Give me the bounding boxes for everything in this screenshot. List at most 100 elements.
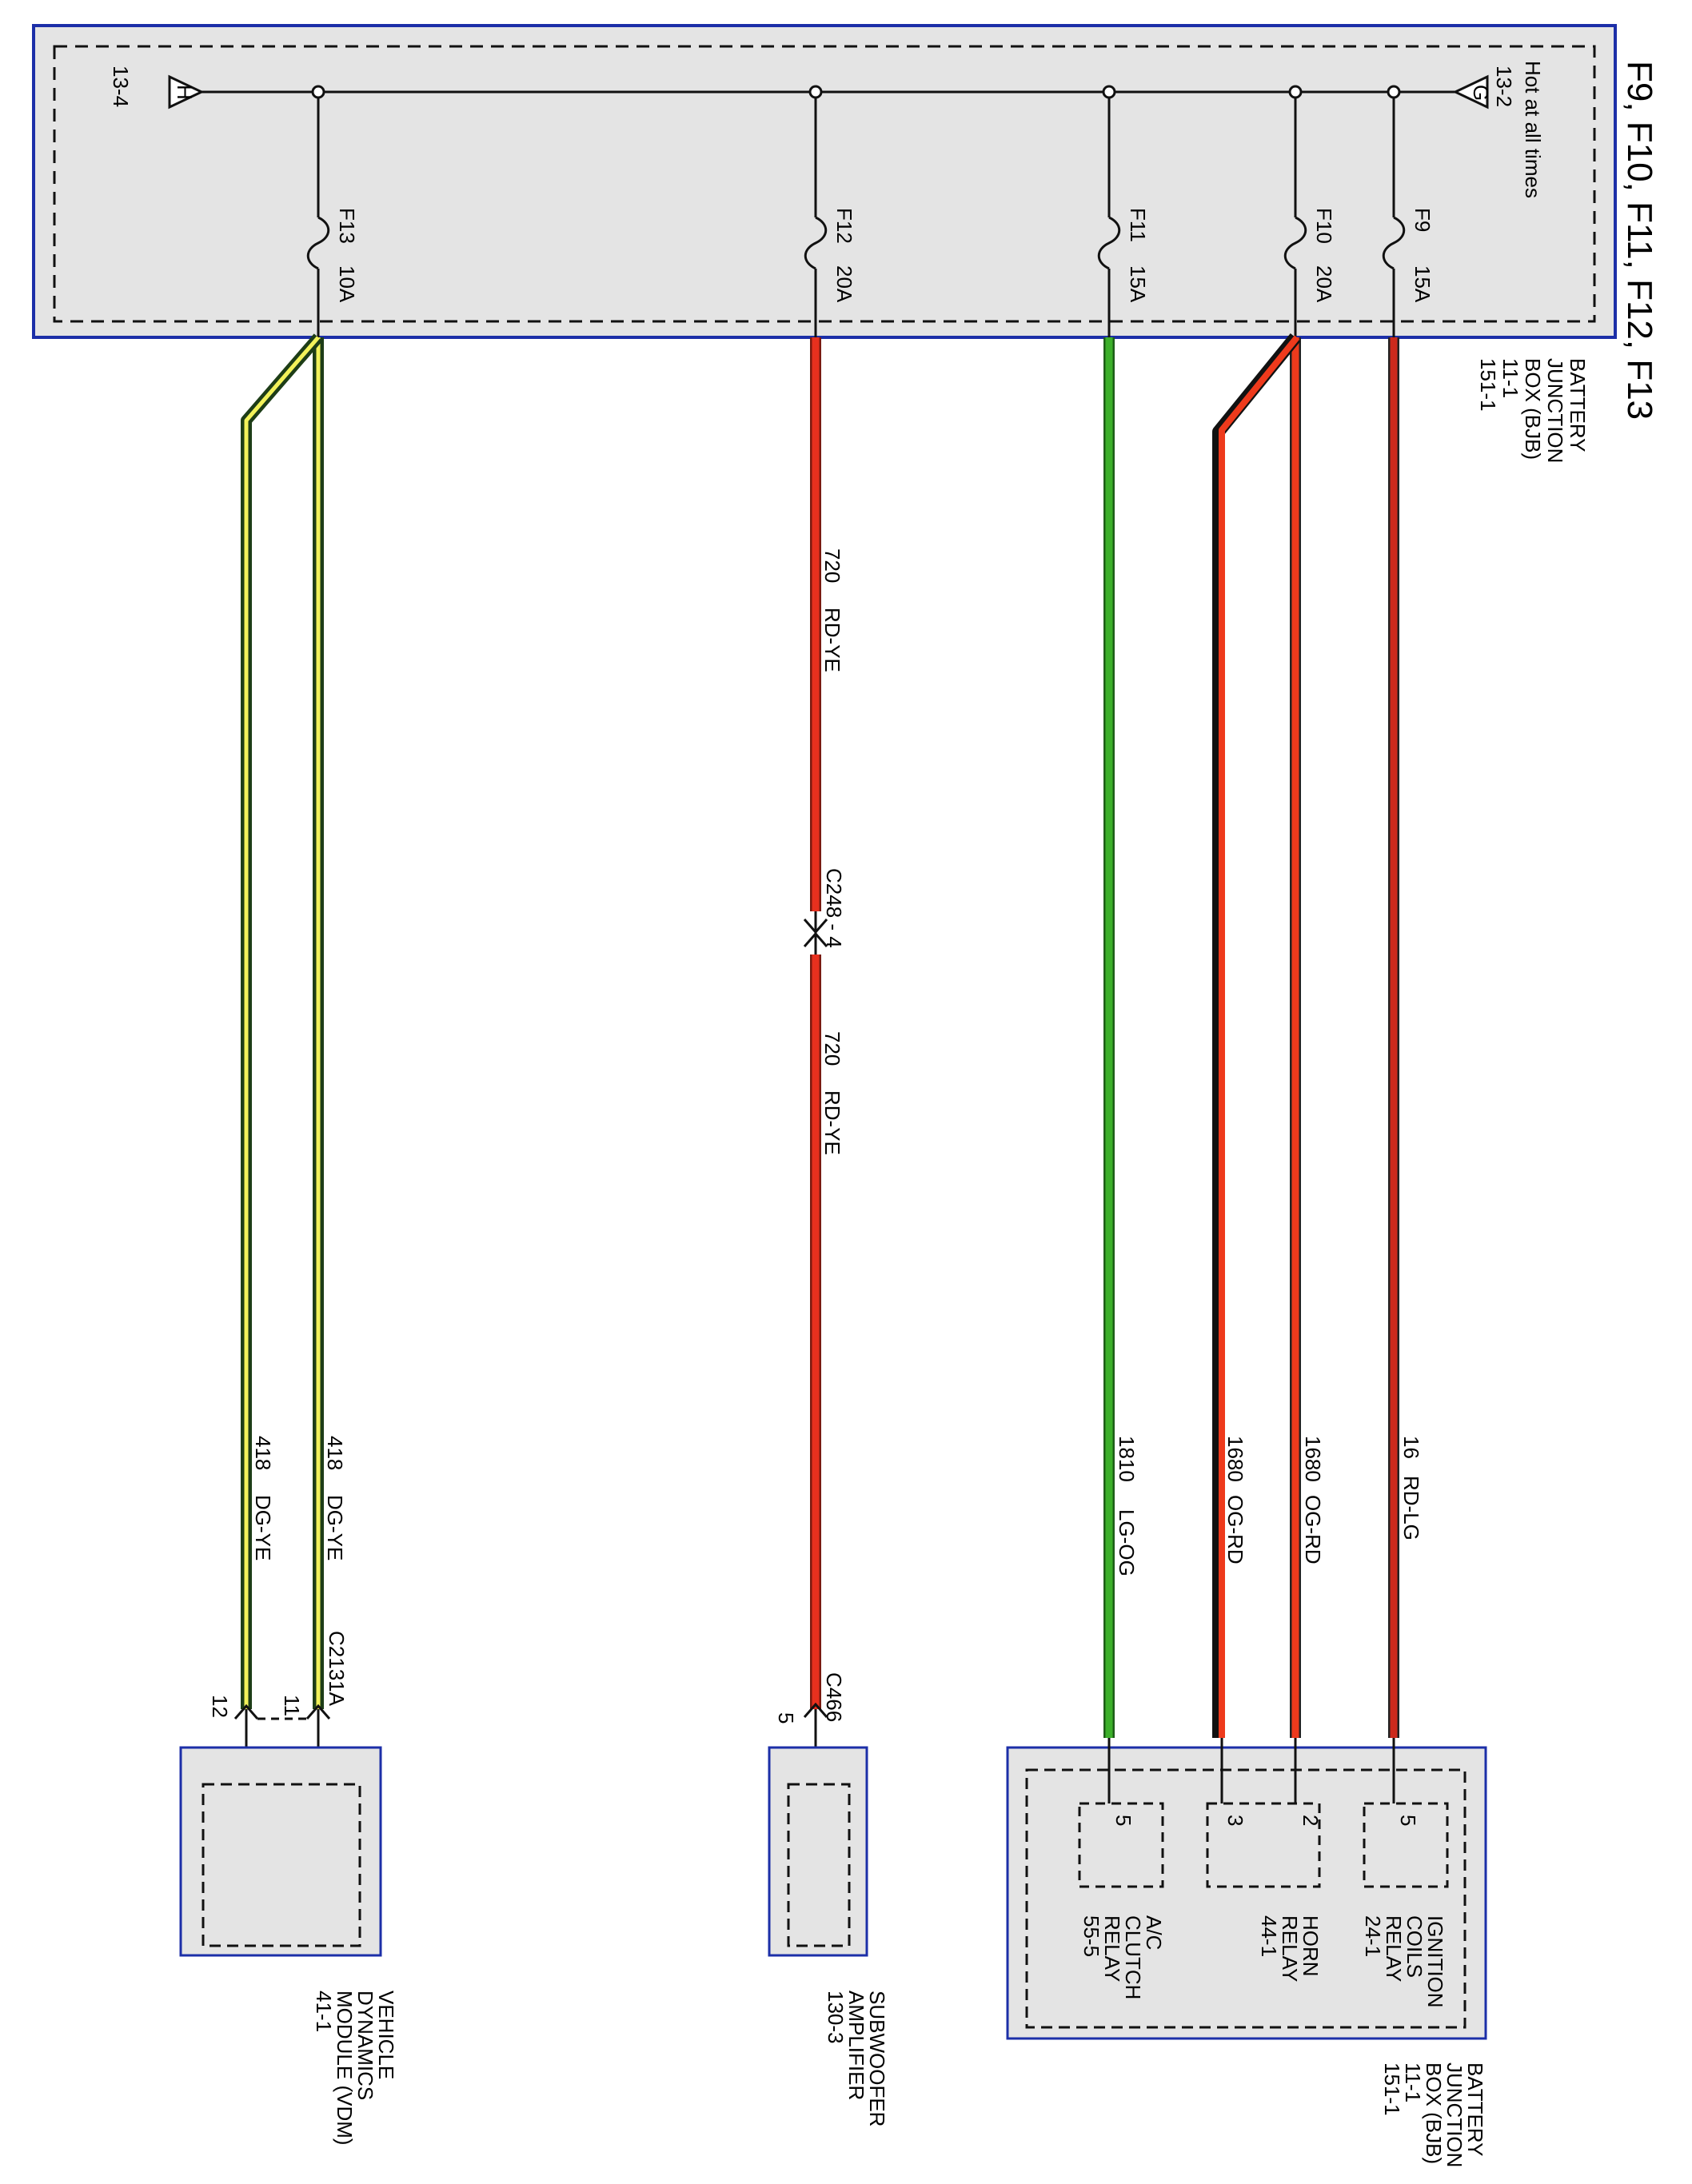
bottom-bjb-name-line: JUNCTION (1443, 2062, 1467, 2167)
bottom-bjb-name-line: 151-1 (1380, 2062, 1404, 2116)
bottom-bjb-name-line: BATTERY (1463, 2062, 1487, 2157)
bottom-battery-junction-box: 5 IGNITION COILS RELAY 24-1 2 3 HORN REL… (1006, 1738, 1487, 2167)
relay-name-line: 55-5 (1079, 1915, 1103, 1957)
top-bjb-name: BATTERY JUNCTION BOX (BJB) 11-1 151-1 (1476, 358, 1590, 463)
fuse-amps: 10A (335, 265, 359, 303)
relay-name-line: 44-1 (1257, 1915, 1281, 1957)
top-bjb-name-line: 151-1 (1476, 358, 1500, 412)
wire-color-code: LG-OG (1115, 1509, 1139, 1576)
ac-clutch-relay: 5 A/C CLUTCH RELAY 55-5 (1078, 1738, 1166, 1999)
ref-h-triangle (168, 74, 205, 110)
bottom-bjb-name-line: 11-1 (1401, 2062, 1425, 2102)
relay-name-line: IGNITION (1423, 1915, 1447, 2008)
module-name-line: 41-1 (312, 1991, 336, 2032)
connector-pin: 5 (774, 1712, 798, 1724)
wire-1810-lg-og: 1810 LG-OG (1103, 337, 1139, 1738)
wire-418-dg-ye-b: 418 DG-YE (241, 333, 323, 1709)
fuse-symbol (1283, 216, 1307, 270)
wire-circuit: 720 (820, 1031, 844, 1066)
top-bjb-name-line: BATTERY (1566, 358, 1590, 452)
fuse-amps: 20A (1312, 265, 1336, 303)
relay-name-line: COILS (1403, 1915, 1427, 1978)
fuse-amps: 20A (832, 265, 856, 303)
fuse-amps: 15A (1126, 265, 1150, 303)
connector-label: C466 (822, 1672, 846, 1722)
wire-color-code: OG-RD (1301, 1495, 1325, 1564)
wire-circuit: 1680 (1301, 1436, 1325, 1482)
top-bjb-name-line: BOX (BJB) (1521, 358, 1545, 460)
wire-circuit: 1810 (1115, 1436, 1139, 1482)
module-name-line: 130-3 (824, 1991, 848, 2044)
relay-box (1363, 1802, 1449, 1888)
relay-box (1206, 1802, 1321, 1888)
ref-h-letter: H (173, 85, 197, 100)
module-inner (787, 1783, 851, 1947)
fuse-symbol (804, 216, 828, 270)
page-title: F9, F10, F11, F12, F13 (1620, 61, 1659, 420)
wire-720-rd-ye: 720 RD-YE 720 RD-YE (810, 337, 844, 1709)
connector-label: C248 - 4 (822, 868, 846, 948)
wire-color-code: RD-YE (820, 608, 844, 672)
fuse-f12: F12 20A (804, 85, 856, 337)
connector-symbol (803, 1702, 828, 1718)
module-inner (202, 1783, 361, 1947)
top-bjb-name-line: JUNCTION (1543, 358, 1567, 463)
relay-pin: 3 (1223, 1815, 1247, 1826)
connector-c248: C248 - 4 (803, 868, 846, 955)
bottom-bjb-inner (1025, 1768, 1467, 2029)
fuse-id: F10 (1312, 208, 1336, 244)
module-outer (179, 1746, 382, 1957)
module-name-line: SUBWOOFER (865, 1991, 889, 2126)
splice-node (1288, 85, 1303, 99)
connector-pin: 12 (208, 1695, 232, 1718)
fuse-symbol (1097, 216, 1121, 270)
connector-symbol (305, 1704, 331, 1720)
relay-name: A/C CLUTCH RELAY 55-5 (1079, 1915, 1166, 1999)
bottom-bjb-outer (1006, 1746, 1487, 2040)
fuse-f13: F13 10A (306, 85, 359, 337)
wire-core (1219, 335, 1300, 1738)
fuse-f10: F10 20A (1283, 85, 1336, 337)
fuse-id: F13 (335, 208, 359, 244)
relay-box (1078, 1802, 1164, 1888)
top-bjb-outer (32, 24, 1617, 339)
relay-name-line: RELAY (1278, 1915, 1302, 1982)
wire-color-code: RD-YE (820, 1090, 844, 1155)
horn-relay: 2 3 HORN RELAY 44-1 (1206, 1738, 1323, 1982)
top-bjb-inner (53, 45, 1596, 323)
ignition-coils-relay: 5 IGNITION COILS RELAY 24-1 (1361, 1738, 1449, 2008)
relay-name-line: HORN (1299, 1915, 1323, 1977)
wire-16-rd-lg: 16 RD-LG (1388, 337, 1423, 1738)
wire-1680-og-rd-a: 1680 OG-RD (1290, 337, 1325, 1738)
module-name-line: AMPLIFIER (844, 1991, 868, 2100)
subwoofer-amplifier: SUBWOOFER AMPLIFIER 130-3 (768, 1746, 889, 2126)
relay-name-line: 24-1 (1361, 1915, 1385, 1957)
relay-name-line: RELAY (1382, 1915, 1406, 1982)
wire-color-code: DG-YE (323, 1495, 347, 1560)
ref-g-triangle (1452, 74, 1489, 110)
wire-color-code: OG-RD (1223, 1495, 1247, 1564)
wire-circuit: 720 (820, 548, 844, 583)
fuse-f9: F9 15A (1382, 85, 1435, 337)
wire-1680-og-rd-b: 1680 OG-RD (1212, 333, 1301, 1738)
fuse-id: F9 (1411, 208, 1435, 232)
fuse-amps: 15A (1411, 265, 1435, 303)
relay-pin: 5 (1111, 1815, 1135, 1826)
wire-circuit: 418 (323, 1436, 347, 1470)
relay-name: HORN RELAY 44-1 (1257, 1915, 1323, 1982)
ref-g-page: 13-2 (1492, 66, 1516, 107)
connector-c2131a: C2131A 11 12 (208, 1631, 349, 1784)
bottom-bjb-name: BATTERY JUNCTION BOX (BJB) 11-1 151-1 (1380, 2062, 1487, 2167)
fuse-id: F12 (832, 208, 856, 244)
relay-name: IGNITION COILS RELAY 24-1 (1361, 1915, 1447, 2008)
relay-name-line: CLUTCH (1121, 1915, 1145, 1999)
fuse-f11: F11 15A (1097, 85, 1150, 337)
relay-pin: 5 (1396, 1815, 1420, 1826)
splice-node (311, 85, 325, 99)
connector-label: C2131A (325, 1631, 349, 1707)
splice-node (808, 85, 823, 99)
subwoofer-name: SUBWOOFER AMPLIFIER 130-3 (824, 1991, 889, 2126)
relay-name-line: RELAY (1100, 1915, 1124, 1982)
ref-h-page: 13-4 (109, 66, 133, 107)
relay-name-line: A/C (1142, 1915, 1166, 1950)
